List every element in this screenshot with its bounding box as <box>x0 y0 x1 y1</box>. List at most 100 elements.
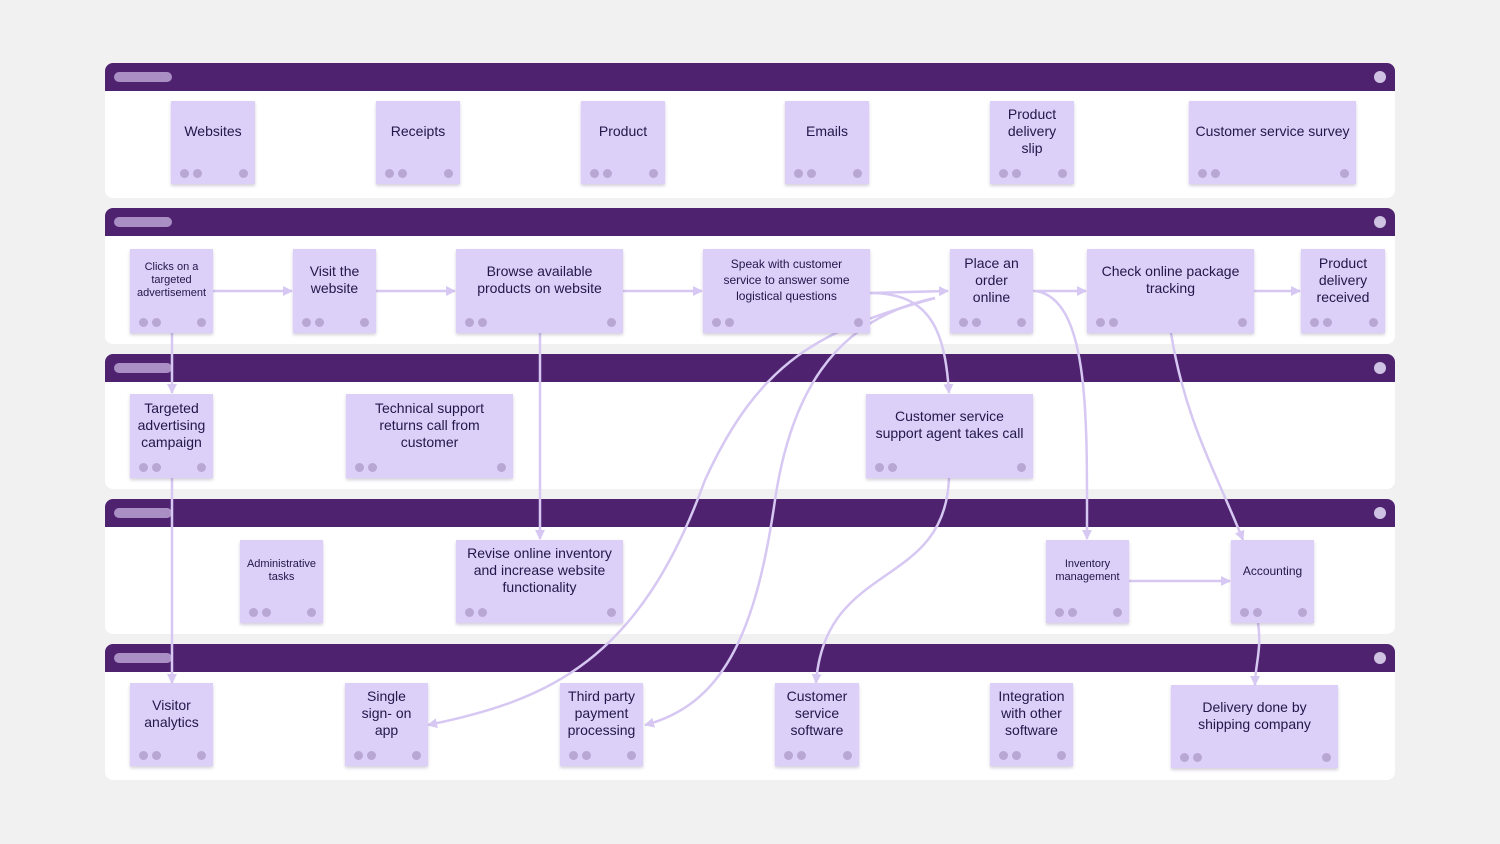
card-delivery-shipping[interactable]: Delivery done by shipping company <box>1171 685 1338 768</box>
card-browse-products[interactable]: Browse available products on website <box>456 249 623 333</box>
card-label: Place an order online <box>964 254 1019 305</box>
card-avatars <box>137 463 167 472</box>
card-speak-customer-service[interactable]: Speak with customer service to answer so… <box>703 249 870 333</box>
card-tech-support[interactable]: Technical support returns call from cust… <box>346 394 513 478</box>
card-avatars <box>353 463 383 472</box>
card-product[interactable]: Product <box>581 101 665 184</box>
lane-menu-dot[interactable] <box>1374 507 1386 519</box>
card-product-delivery-slip[interactable]: Product delivery slip <box>990 101 1074 184</box>
card-label: Speak with customer service to answer so… <box>723 257 850 303</box>
card-avatars <box>463 608 493 617</box>
lane-header <box>105 208 1395 236</box>
card-avatars <box>567 751 597 760</box>
card-agent-takes-call[interactable]: Customer service support agent takes cal… <box>866 394 1033 478</box>
lane-menu-dot[interactable] <box>1374 362 1386 374</box>
card-customer-service-survey[interactable]: Customer service survey <box>1189 101 1356 184</box>
card-label: Emails <box>805 123 848 139</box>
card-avatars <box>710 318 740 327</box>
card-receipts[interactable]: Receipts <box>376 101 460 184</box>
card-integration-software[interactable]: Integration with other software <box>990 683 1073 766</box>
card-avatars <box>383 169 413 178</box>
card-status-dot <box>444 169 453 178</box>
card-avatars <box>137 318 167 327</box>
card-label: Third party payment processing <box>567 688 636 738</box>
card-status-dot <box>1322 753 1331 762</box>
lane-menu-dot[interactable] <box>1374 71 1386 83</box>
card-label: Delivery done by shipping company <box>1198 698 1311 732</box>
swimlane-3 <box>105 354 1395 489</box>
card-status-dot <box>360 318 369 327</box>
card-label: Technical support returns call from cust… <box>375 399 484 450</box>
card-status-dot <box>1017 318 1026 327</box>
lane-header <box>105 499 1395 527</box>
card-status-dot <box>853 169 862 178</box>
card-label: Receipts <box>390 123 446 139</box>
card-avatars <box>997 751 1027 760</box>
card-label: Customer service support agent takes cal… <box>875 408 1024 441</box>
card-inventory-management[interactable]: Inventory management <box>1046 540 1129 623</box>
card-status-dot <box>1298 608 1307 617</box>
card-visit-website[interactable]: Visit the website <box>293 249 376 333</box>
card-label: Visit the website <box>309 263 360 296</box>
lane-title-placeholder[interactable] <box>114 72 172 82</box>
card-label: Revise online inventory and increase web… <box>467 545 612 595</box>
card-label: Product delivery slip <box>1007 106 1057 156</box>
card-label: Accounting <box>1242 563 1303 578</box>
card-targeted-campaign[interactable]: Targeted advertising campaign <box>130 394 213 478</box>
card-label: Browse available products on website <box>477 263 602 296</box>
card-avatars <box>873 463 903 472</box>
card-avatars <box>1308 318 1338 327</box>
card-visitor-analytics[interactable]: Visitor analytics <box>130 683 213 766</box>
lane-title-placeholder[interactable] <box>114 217 172 227</box>
card-avatars <box>178 169 208 178</box>
card-avatars <box>782 751 812 760</box>
card-websites[interactable]: Websites <box>171 101 255 184</box>
card-status-dot <box>1017 463 1026 472</box>
card-status-dot <box>497 463 506 472</box>
card-customer-service-software[interactable]: Customer service software <box>775 683 859 766</box>
lane-menu-dot[interactable] <box>1374 652 1386 664</box>
lane-title-placeholder[interactable] <box>114 363 172 373</box>
card-avatars <box>137 751 167 760</box>
lane-menu-dot[interactable] <box>1374 216 1386 228</box>
card-status-dot <box>239 169 248 178</box>
card-status-dot <box>649 169 658 178</box>
card-status-dot <box>607 608 616 617</box>
card-admin-tasks[interactable]: Administrative tasks <box>240 540 323 623</box>
card-status-dot <box>1113 608 1122 617</box>
lane-title-placeholder[interactable] <box>114 508 172 518</box>
card-revise-inventory[interactable]: Revise online inventory and increase web… <box>456 540 623 623</box>
card-status-dot <box>197 463 206 472</box>
lane-title-placeholder[interactable] <box>114 653 172 663</box>
card-place-order[interactable]: Place an order online <box>950 249 1033 333</box>
card-avatars <box>463 318 493 327</box>
card-avatars <box>957 318 987 327</box>
card-status-dot <box>307 608 316 617</box>
card-avatars <box>1053 608 1083 617</box>
card-status-dot <box>1340 169 1349 178</box>
card-avatars <box>997 169 1027 178</box>
card-accounting[interactable]: Accounting <box>1231 540 1314 623</box>
card-single-sign-on[interactable]: Single sign- on app <box>345 683 428 766</box>
card-status-dot <box>627 751 636 760</box>
card-status-dot <box>843 751 852 760</box>
card-product-received[interactable]: Product delivery received <box>1301 249 1385 333</box>
card-avatars <box>792 169 822 178</box>
card-clicks-ad[interactable]: Clicks on a targeted advertisement <box>130 249 213 333</box>
card-label: Integration with other software <box>998 688 1065 738</box>
card-avatars <box>352 751 382 760</box>
card-label: Single sign- on app <box>361 688 412 738</box>
lane-header <box>105 644 1395 672</box>
card-status-dot <box>607 318 616 327</box>
card-emails[interactable]: Emails <box>785 101 869 184</box>
card-label: Targeted advertising campaign <box>137 399 206 450</box>
card-label: Product delivery received <box>1316 254 1370 305</box>
card-avatars <box>1178 753 1208 762</box>
card-label: Product <box>598 123 648 139</box>
card-status-dot <box>1238 318 1247 327</box>
card-avatars <box>588 169 618 178</box>
card-check-tracking[interactable]: Check online package tracking <box>1087 249 1254 333</box>
card-third-party-payment[interactable]: Third party payment processing <box>560 683 643 766</box>
card-avatars <box>1094 318 1124 327</box>
lane-header <box>105 63 1395 91</box>
